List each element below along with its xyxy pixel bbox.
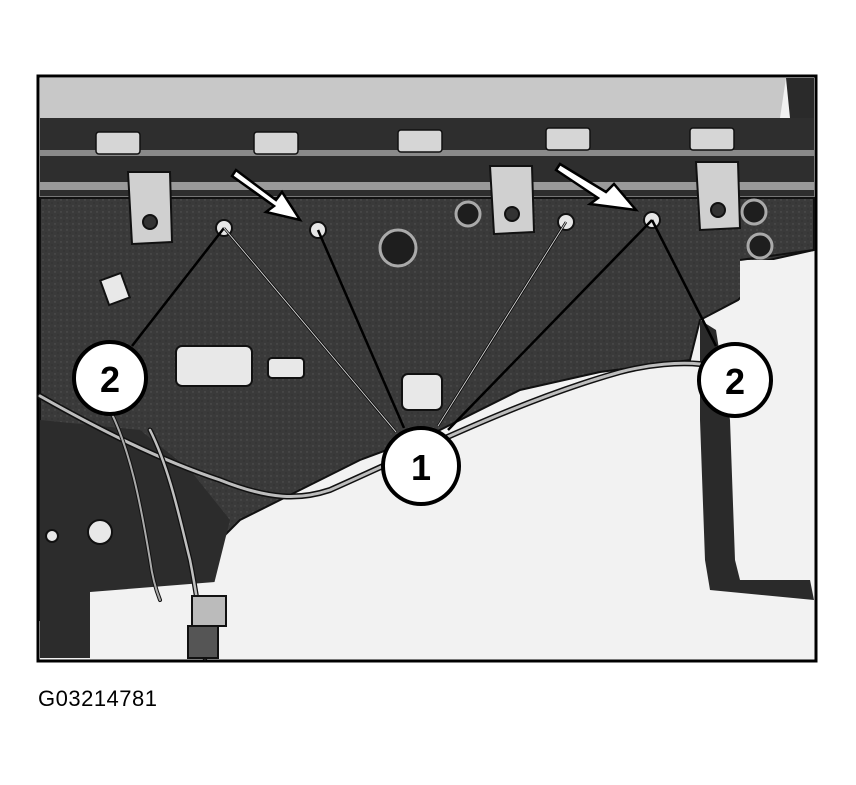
callout-2-right: 2 [697,342,773,418]
rail-brackets [126,161,742,246]
fasteners [215,211,661,239]
callout-2-left-label: 2 [100,359,120,400]
leader-lines-halo [223,221,567,433]
direction-arrow-left [230,168,303,222]
callout-1-center-label: 1 [411,447,431,488]
window-glass [40,78,786,118]
grommets [378,198,774,268]
rail-strip-1 [40,150,814,156]
rail-strip-2 [40,182,814,190]
top-clips [95,127,735,155]
callout-2-left: 2 [72,340,148,416]
right-panel-edge [739,249,815,261]
right-frame [700,320,814,600]
figure-caption: G03214781 [38,686,158,711]
callout-1-center: 1 [381,426,461,506]
callout-2-right-label: 2 [725,361,745,402]
connector-plug [187,595,227,659]
direction-arrow-right [554,162,640,212]
panel-cutouts [45,271,443,545]
right-white-panel [740,260,814,580]
